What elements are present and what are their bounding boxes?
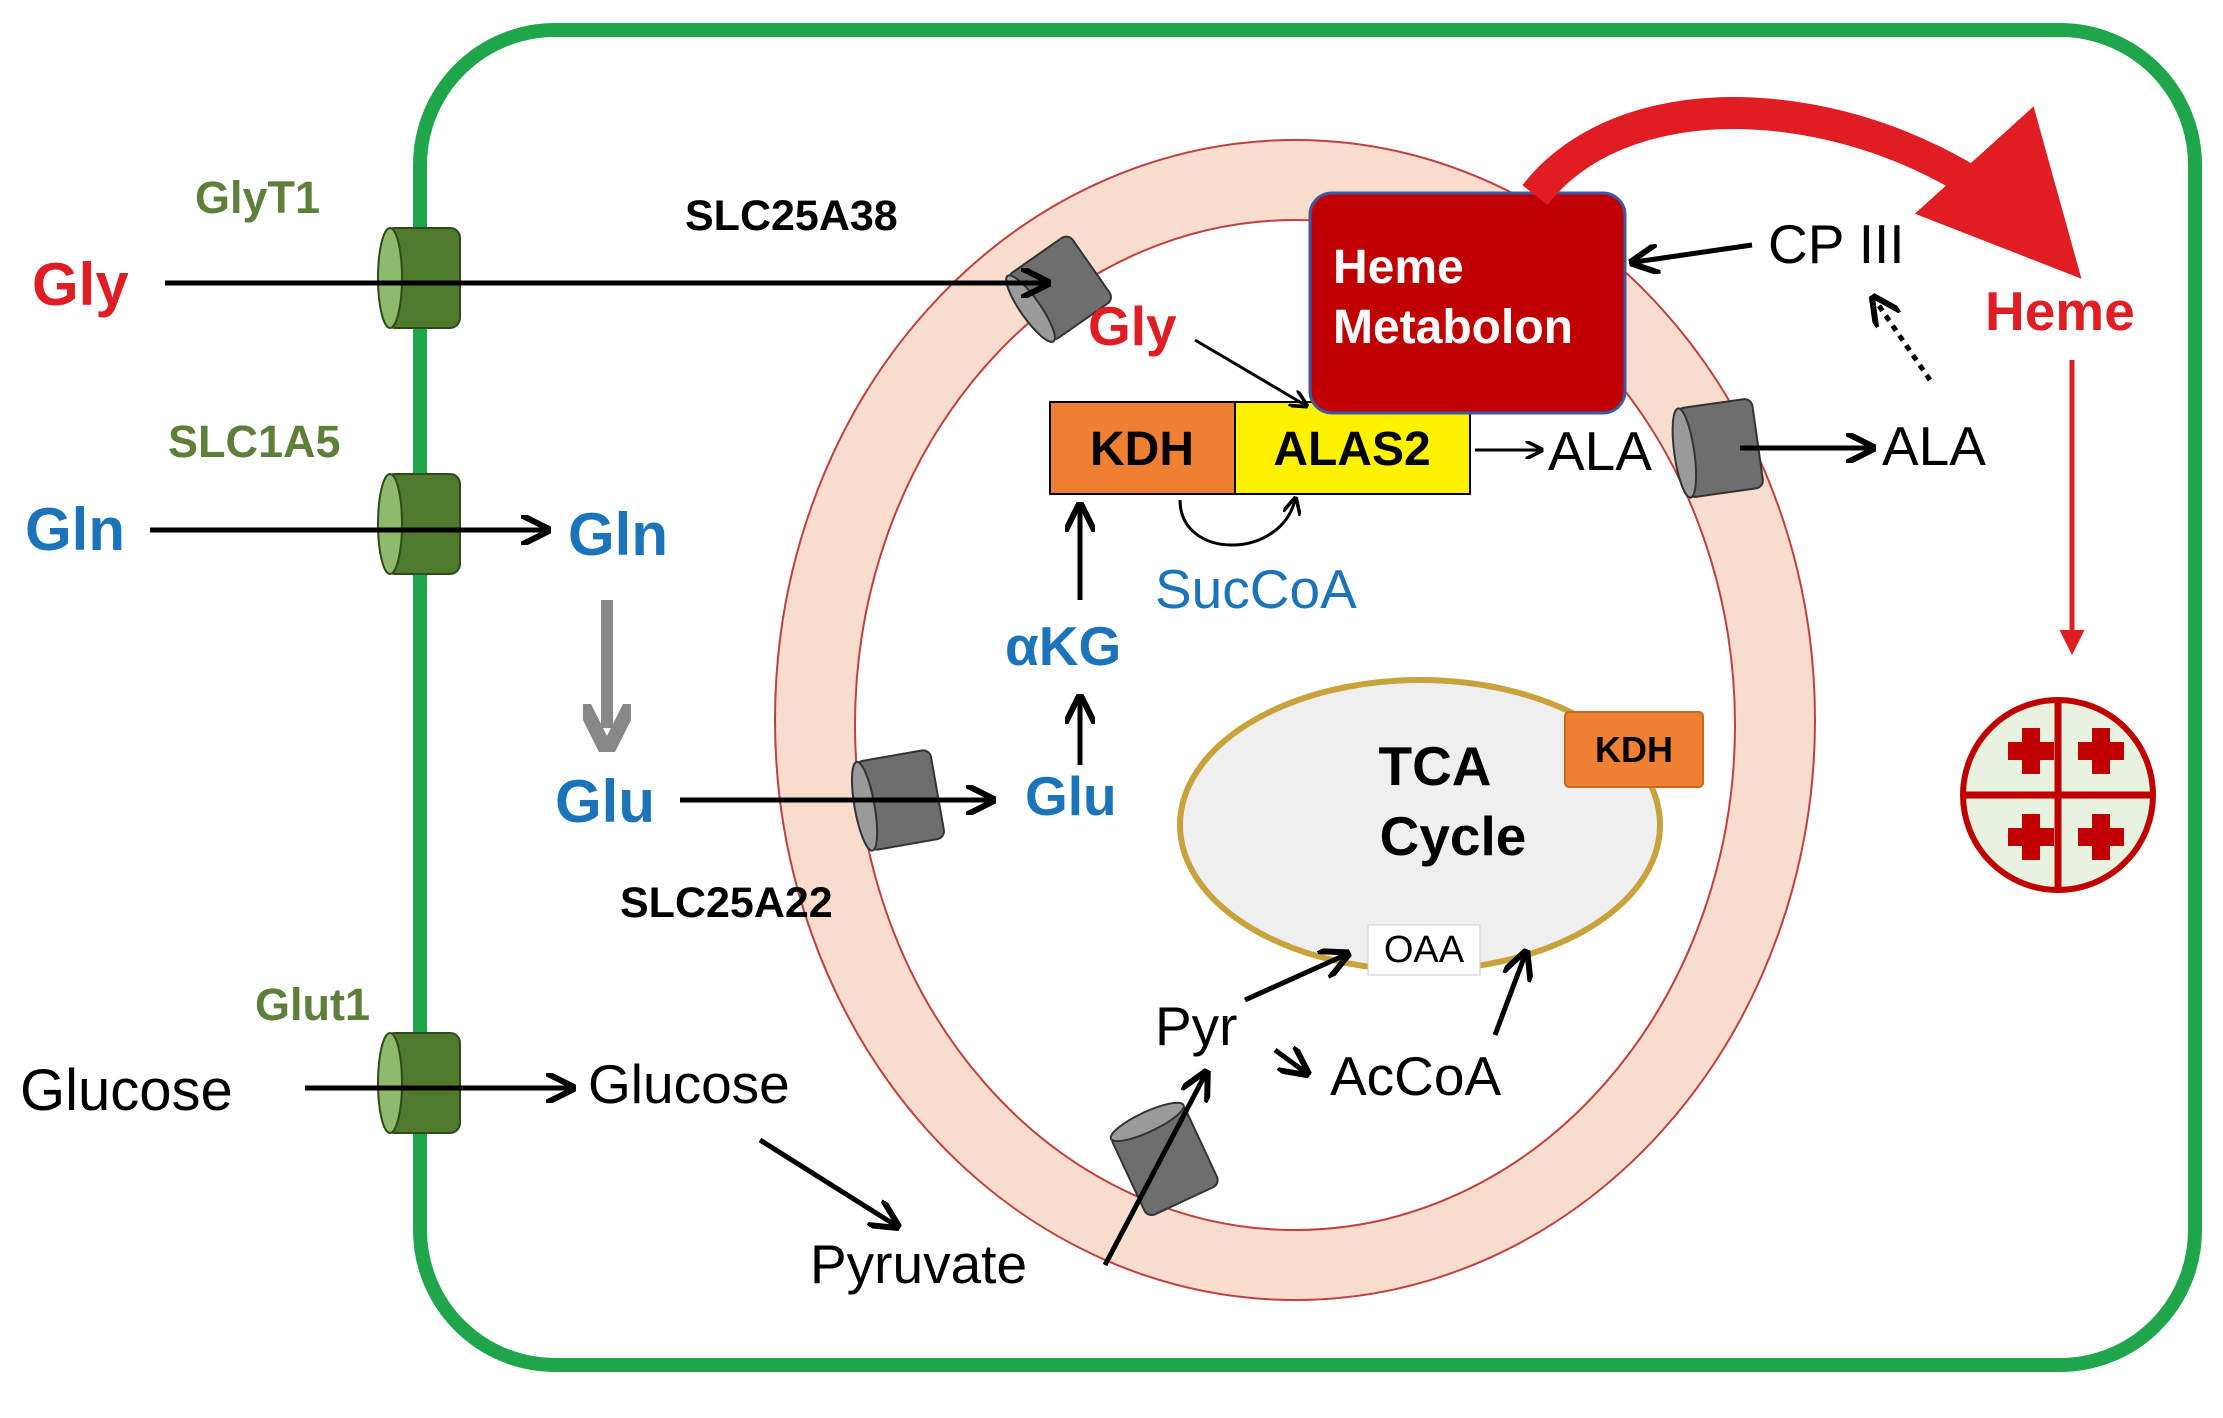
label-gly-mito: Gly <box>1088 295 1177 357</box>
label-slc1a5: SLC1A5 <box>168 416 341 467</box>
slc1a5-transporter <box>377 473 461 575</box>
glyt1-transporter <box>377 227 461 329</box>
heme-metabolon-box <box>1308 191 1627 415</box>
label-slc25a22: SLC25A22 <box>620 879 833 927</box>
ala-transporter <box>1671 398 1764 499</box>
alas2-box <box>1234 401 1471 495</box>
pyruvate-transporter <box>1109 1101 1219 1217</box>
arrows <box>150 242 1933 1267</box>
red-cell-icon <box>1960 697 2156 893</box>
label-kdh: KDH <box>1090 423 1194 476</box>
label-tca-line1: TCA <box>1378 735 1491 797</box>
label-glu-mito: Glu <box>1025 765 1117 827</box>
label-metabolon-line1: Heme <box>1333 241 1464 294</box>
arrow-glucose-to-pyruvate <box>758 1137 895 1225</box>
label-glut1: Glut1 <box>255 979 370 1030</box>
label-gln-cytosol: Gln <box>568 501 668 568</box>
arrow-pyr-to-accoa <box>1273 1050 1305 1072</box>
oaa-box <box>1367 924 1481 976</box>
arrow-pyruvate-to-pyr <box>1102 1075 1205 1267</box>
glut1-transporter <box>377 1032 461 1134</box>
label-glyt1: GlyT1 <box>195 172 320 223</box>
arrow-succoa-loop <box>1178 500 1295 547</box>
arrow-ala-to-cp3 <box>1875 300 1933 382</box>
label-slc25a38: SLC25A38 <box>685 192 898 240</box>
label-akg: αKG <box>1005 615 1121 677</box>
arrow-gly-to-alas2 <box>1194 338 1305 405</box>
kdh-box <box>1049 401 1236 495</box>
label-cp3: CP III <box>1768 213 1905 275</box>
label-glucose-extracellular: Glucose <box>20 1058 233 1123</box>
kdh-small-box <box>1564 711 1704 788</box>
label-pyruvate: Pyruvate <box>810 1233 1027 1295</box>
slc25a38-transporter <box>1005 235 1112 343</box>
label-alas2: ALAS2 <box>1273 423 1430 476</box>
label-glu-cytosol: Glu <box>555 768 655 835</box>
label-ala-mito: ALA <box>1548 420 1652 482</box>
label-gln-extracellular: Gln <box>25 496 125 563</box>
label-accoa: AcCoA <box>1330 1045 1501 1107</box>
arrow-accoa-to-tca <box>1492 955 1525 1036</box>
arrow-cp3-to-metabolon <box>1635 242 1753 262</box>
arrow-heme-export <box>1522 97 2082 279</box>
label-ala-cytosol: ALA <box>1882 415 1986 477</box>
label-metabolon-line2: Metabolon <box>1333 301 1573 354</box>
label-pyr: Pyr <box>1155 995 1238 1057</box>
label-glucose-cytosol: Glucose <box>588 1053 790 1115</box>
label-gly-extracellular: Gly <box>32 251 129 318</box>
label-kdh-small: KDH <box>1595 729 1673 770</box>
label-oaa: OAA <box>1384 929 1465 971</box>
label-succoa: SucCoA <box>1155 558 1357 620</box>
arrow-pyr-to-oaa <box>1243 955 1345 1003</box>
label-heme: Heme <box>1985 280 2135 342</box>
label-tca-line2: Cycle <box>1380 805 1527 867</box>
